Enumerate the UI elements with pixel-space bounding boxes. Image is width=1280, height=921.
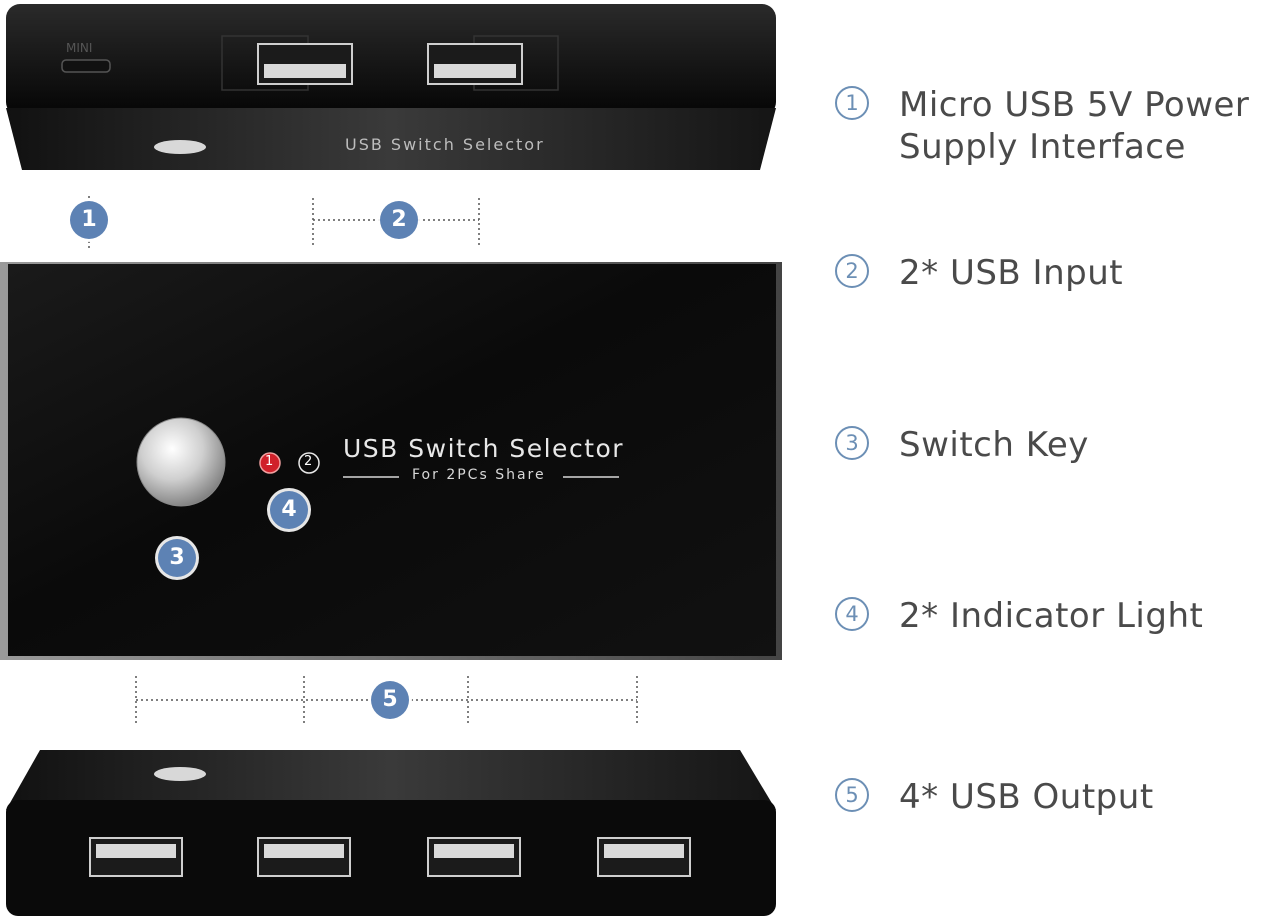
feature-text: 4* USB Output [899,777,1154,817]
feature-number: 3 [835,426,869,460]
device-top-view: MINI [6,4,776,170]
feature-1: 1 Micro USB 5V Power Supply Interface [835,84,1249,168]
callout-marker-5: 5 [371,681,409,719]
usb-input-port [221,35,353,91]
callout-marker-2: 2 [380,201,418,239]
led-label-1: 1 [265,454,274,469]
feature-number: 4 [835,597,869,631]
feature-number: 1 [835,86,869,120]
device-bottom-view [6,750,776,916]
indicator-led-2 [298,452,320,474]
callout-marker-3: 3 [158,539,196,577]
feature-4: 4 2* Indicator Light [835,595,1203,637]
usb-output-port [597,837,691,877]
indicator-led-1 [259,452,281,474]
feature-text: Switch Key [899,425,1089,465]
usb-output-port [89,837,183,877]
device-front-view [0,262,782,660]
callout-marker-1: 1 [70,201,108,239]
usb-input-port [427,35,559,91]
top-edge-title: USB Switch Selector [345,135,545,154]
switch-key [136,417,226,507]
feature-number: 5 [835,778,869,812]
feature-5: 5 4* USB Output [835,776,1154,818]
feature-text: 2* USB Input [899,253,1124,293]
brand-title: USB Switch Selector [343,434,625,463]
feature-3: 3 Switch Key [835,424,1089,466]
feature-2: 2 2* USB Input [835,252,1123,294]
usb-output-port [257,837,351,877]
feature-text: Micro USB 5V Power Supply Interface [899,85,1250,167]
led-label-2: 2 [304,454,313,469]
micro-usb-port [61,59,111,73]
svg-text:MINI: MINI [66,41,92,55]
brand-subtitle: For 2PCs Share [412,467,546,483]
feature-number: 2 [835,254,869,288]
usb-output-port [427,837,521,877]
callout-marker-4: 4 [270,491,308,529]
feature-text: 2* Indicator Light [899,596,1204,636]
